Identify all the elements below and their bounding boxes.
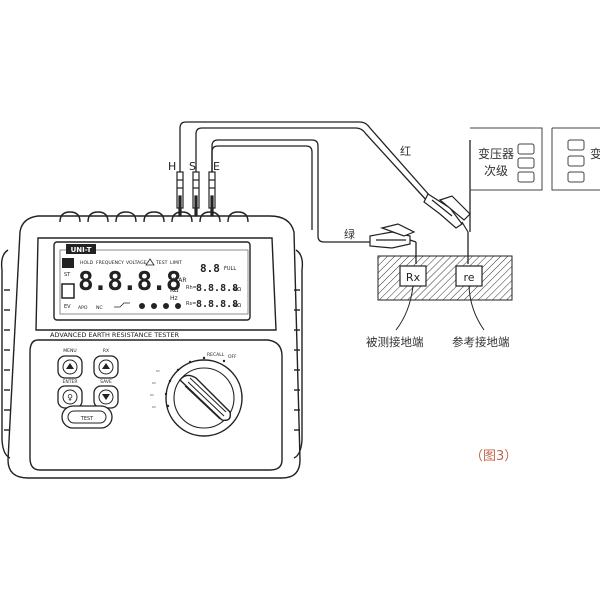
transformer-label-line1: 变压器: [478, 146, 514, 161]
save-label: SAVE: [100, 379, 112, 385]
svg-text:▭: ▭: [152, 380, 156, 385]
brand-logo: UNI-T: [71, 246, 92, 254]
rotary-dial[interactable]: RECALL OFF ▭ ▭ ▭ ▭: [150, 352, 243, 437]
test-leads: [179, 121, 431, 243]
battery-icon: [61, 283, 75, 299]
figure-caption: （图3）: [470, 449, 517, 464]
green-clamp: [369, 223, 417, 249]
lcd-ev: EV: [64, 304, 71, 310]
svg-text:▭: ▭: [152, 404, 156, 409]
lcd-kohm-main: KΩ: [170, 287, 179, 294]
lcd-voltage: VOLTAGE: [126, 260, 147, 266]
down-arrow-icon: [102, 394, 110, 400]
re-caption: 参考接地端: [452, 335, 510, 349]
rx-label: RX: [103, 348, 109, 354]
svg-text:▭: ▭: [156, 368, 160, 373]
model-text: ADVANCED EARTH RESISTANCE TESTER: [50, 331, 179, 339]
lcd-main-digits: 8.8.8.8: [78, 267, 181, 297]
rx-button[interactable]: [93, 355, 119, 379]
dial-recall: RECALL: [207, 352, 225, 358]
up-arrow-icon: [66, 363, 74, 369]
transformer-secondary: [470, 127, 600, 191]
terminal-s-label: S: [189, 160, 196, 173]
lcd-hold: HOLD: [80, 260, 94, 266]
svg-text:TEST: TEST: [80, 416, 94, 422]
rx-caption: 被测接地端: [366, 335, 424, 349]
lcd-frequency: FREQUENCY: [96, 260, 124, 266]
terminal-connectors: [176, 171, 216, 217]
re-label: re: [463, 271, 474, 284]
lcd-nc: NC: [96, 305, 103, 311]
green-wire-label: 绿: [344, 227, 355, 241]
transformer-label-line2: 次级: [484, 164, 508, 178]
rx-label: Rx: [406, 271, 421, 284]
lcd-top-right-digits: 8.8: [200, 262, 220, 275]
save-button[interactable]: [93, 385, 119, 409]
warning-icon: [145, 258, 155, 266]
dial-off: OFF: [228, 354, 237, 360]
enter-label: ENTER: [63, 379, 78, 385]
menu-button[interactable]: [57, 355, 83, 379]
light-icon: ♀: [67, 393, 73, 402]
lcd-test: TEST: [155, 260, 168, 266]
lcd-apo: APO: [78, 305, 88, 311]
lcd-hz: Hz: [170, 295, 178, 302]
terminal-e-label: E: [213, 160, 220, 173]
menu-label: MENU: [63, 348, 76, 354]
transformer-cut-label: 变: [590, 146, 600, 161]
terminal-h-label: H: [168, 160, 176, 173]
lcd-full: FULL: [224, 266, 236, 272]
lcd-unit-1: KΩ: [234, 287, 241, 293]
lcd-vbar: VBAR: [170, 277, 187, 284]
lcd-display: UNI-T ST EV HOLD FREQUENCY VOLTAGE TEST …: [53, 241, 251, 321]
control-buttons: MENU RX ENTER ♀ SAVE TEST: [57, 348, 119, 429]
test-button[interactable]: TEST: [61, 405, 113, 429]
lcd-small-digits-1: 8.8.8.8: [196, 283, 238, 294]
red-clamp: [423, 193, 471, 233]
lcd-small-digits-2: 8.8.8.8: [196, 299, 238, 310]
red-wire-label: 红: [400, 145, 411, 158]
ground-block: Rx re: [377, 255, 513, 301]
lcd-unit-2: KΩ: [234, 303, 241, 309]
up-arrow-icon: [102, 363, 110, 369]
svg-text:▭: ▭: [150, 392, 154, 397]
lcd-limit: LIMIT: [170, 260, 182, 266]
lcd-rs: Rs=: [186, 301, 196, 307]
lcd-st: ST: [64, 272, 71, 278]
enter-button[interactable]: ♀: [57, 385, 83, 409]
lcd-rh: Rh=: [186, 285, 197, 291]
